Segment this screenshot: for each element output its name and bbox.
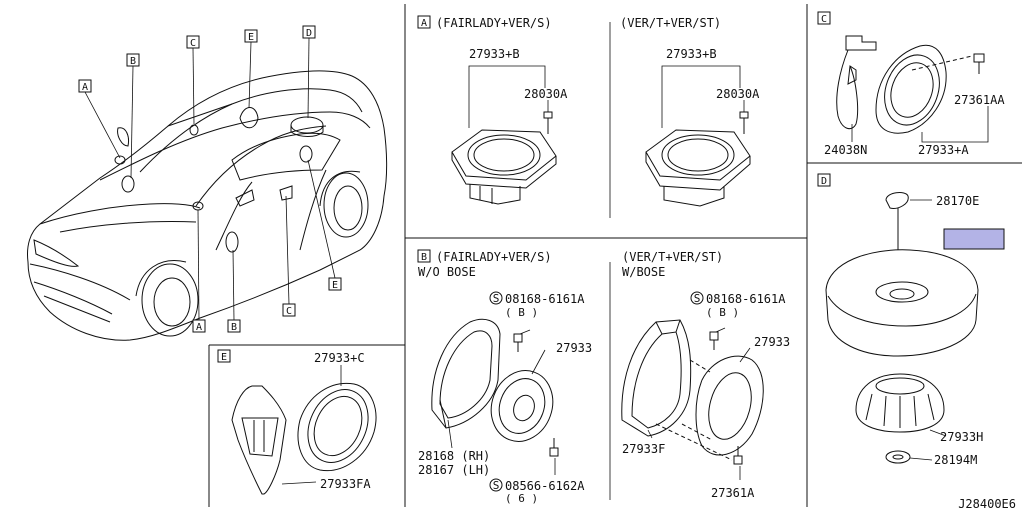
part-label-08168-6161a-right[interactable]: 08168-6161A [706,292,786,306]
callout-a-top[interactable]: A [78,79,92,93]
part-label-27361a[interactable]: 27361A [711,486,755,500]
panel-b-left-title-2: W/O BOSE [418,265,476,279]
panel-e-parts [231,365,377,495]
part-label-27933fa[interactable]: 27933FA [320,477,371,491]
panel-e-letter: E [217,349,231,363]
car-illustration [27,70,388,341]
panel-a-letter: A [417,15,431,29]
part-label-28170e[interactable]: 28170E [936,194,979,208]
svg-text:C: C [190,38,196,49]
qty-08168-left: ( B ) [505,306,538,319]
callout-e-top[interactable]: E [244,29,258,43]
s-mark-icon: S [489,291,503,305]
part-label-27933-a[interactable]: 27933+A [918,143,969,157]
qty-08168-right: ( B ) [706,306,739,319]
svg-text:S: S [493,479,500,492]
svg-text:E: E [221,352,227,363]
panel-c-letter: C [817,11,831,25]
svg-text:B: B [130,56,136,67]
panel-d-parts [825,192,979,464]
highlight-box [943,228,1005,250]
callout-a-bottom[interactable]: A [192,319,206,333]
panel-b-letter: B [417,249,431,263]
part-label-28194m[interactable]: 28194M [934,453,977,467]
part-label-27933-c[interactable]: 27933+C [314,351,365,365]
part-label-27933-b-right[interactable]: 27933+B [666,47,717,61]
callout-c-bottom[interactable]: C [282,303,296,317]
svg-text:S: S [694,292,701,305]
diagram-code: J28400E6 [958,497,1016,511]
svg-text:C: C [286,306,292,317]
panel-b-right-title-1: (VER/T+VER/ST) [622,250,723,264]
callout-d-top[interactable]: D [302,25,316,39]
svg-text:E: E [332,280,338,291]
svg-text:A: A [82,82,88,93]
part-label-28167-lh[interactable]: 28167 (LH) [418,463,490,477]
part-label-27933h[interactable]: 27933H [940,430,983,444]
svg-text:D: D [821,176,827,187]
s-mark-icon: S [690,291,704,305]
part-label-28168-rh[interactable]: 28168 (RH) [418,449,490,463]
svg-text:A: A [196,322,202,333]
svg-text:S: S [493,292,500,305]
svg-text:C: C [821,14,827,25]
panel-b-right-title-2: W/BOSE [622,265,665,279]
part-label-27933-left[interactable]: 27933 [556,341,592,355]
part-label-08168-6161a-left[interactable]: 08168-6161A [505,292,585,306]
part-label-27361aa[interactable]: 27361AA [954,93,1005,107]
panel-dividers [208,4,1022,507]
panel-a-left-speaker [451,65,557,205]
part-label-27933-b-left[interactable]: 27933+B [469,47,520,61]
svg-text:D: D [306,28,312,39]
panel-b-left-parts [431,318,559,475]
svg-text:B: B [421,252,427,263]
part-label-27933-right[interactable]: 27933 [754,335,790,349]
callout-e-bottom[interactable]: E [328,277,342,291]
svg-text:E: E [248,32,254,43]
panel-b-left-title-1: (FAIRLADY+VER/S) [436,250,552,264]
part-label-28030a-left[interactable]: 28030A [524,87,568,101]
part-label-08566-6162a[interactable]: 08566-6162A [505,479,585,493]
panel-c-parts [836,35,989,143]
panel-a-right-speaker [645,65,751,207]
panel-b-right-parts [621,319,764,480]
panel-a-left-title: (FAIRLADY+VER/S) [436,16,552,30]
callout-c-top[interactable]: C [186,35,200,49]
svg-text:B: B [231,322,237,333]
callout-b-top[interactable]: B [126,53,140,67]
qty-08566: ( 6 ) [505,492,538,505]
part-label-28030a-right[interactable]: 28030A [716,87,760,101]
callout-leaders [84,37,336,321]
panel-d-letter: D [817,173,831,187]
part-label-27933f[interactable]: 27933F [622,442,665,456]
s-mark-icon: S [489,478,503,492]
panel-letters: A B C D E [217,11,831,363]
overview-callouts: A B C E D A B C E [78,25,342,333]
panel-a-right-title: (VER/T+VER/ST) [620,16,721,30]
callout-b-bottom[interactable]: B [227,319,241,333]
svg-text:A: A [421,18,427,29]
part-label-24038n[interactable]: 24038N [824,143,867,157]
